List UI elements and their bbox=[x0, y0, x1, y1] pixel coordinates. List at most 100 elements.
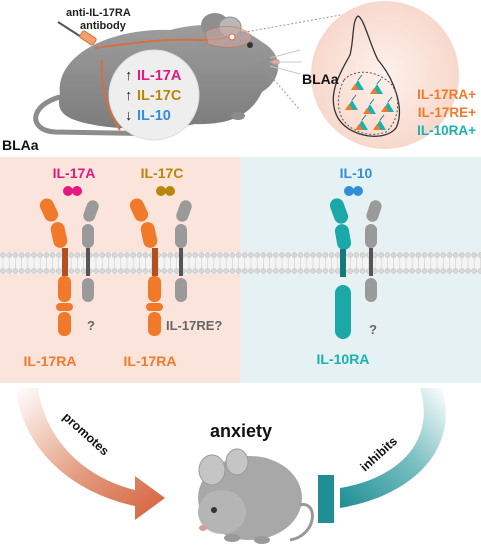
ligand-label-il17a: IL-17A bbox=[53, 165, 96, 181]
lipid-head bbox=[241, 252, 248, 258]
lipid-head bbox=[254, 268, 261, 274]
cytokine-change-badge bbox=[108, 49, 200, 141]
lipid-head bbox=[403, 268, 409, 274]
ligand-il10 bbox=[344, 186, 363, 196]
change-arrow-il17c: ↑ bbox=[125, 88, 132, 104]
receptor-marker-list: IL-17RA+ IL-17RE+ IL-10RA+ bbox=[417, 87, 476, 138]
lipid-head bbox=[167, 252, 174, 258]
lipid-head bbox=[465, 252, 471, 258]
lipid-head bbox=[372, 268, 378, 274]
lipid-head bbox=[347, 268, 354, 274]
lipid-head bbox=[353, 268, 360, 274]
lipid-head bbox=[415, 268, 422, 274]
lipid-head bbox=[260, 268, 267, 274]
lipid-head bbox=[471, 252, 478, 258]
lipid-head bbox=[55, 268, 62, 274]
lipid-head bbox=[372, 252, 378, 258]
lipid-head bbox=[161, 252, 168, 258]
lipid-head bbox=[235, 268, 242, 274]
promote-arrow bbox=[16, 388, 165, 520]
lipid-head bbox=[130, 268, 137, 274]
receptor-il17ra-2 bbox=[129, 198, 163, 336]
lipid-head bbox=[303, 268, 310, 274]
anxious-mouse-ear-left bbox=[198, 454, 226, 486]
blaa-region-inner bbox=[337, 71, 399, 135]
lipid-head bbox=[74, 268, 81, 274]
change-arrow-il10: ↓ bbox=[125, 108, 132, 124]
receptor-label-il10ra: IL-10RA bbox=[317, 351, 370, 367]
lipid-head bbox=[173, 268, 180, 274]
lipid-head bbox=[427, 268, 434, 274]
lipid-head bbox=[421, 252, 428, 258]
lipid-head bbox=[291, 252, 298, 258]
lipid-head bbox=[130, 252, 137, 258]
lipid-head bbox=[254, 252, 261, 258]
anxious-mouse-paw bbox=[254, 536, 270, 544]
brain-outline bbox=[204, 25, 253, 48]
panel-region-label: BLAa bbox=[2, 137, 39, 153]
lipid-head bbox=[384, 268, 391, 274]
lipid-head bbox=[285, 268, 292, 274]
lipid-head bbox=[359, 252, 366, 258]
lipid-head bbox=[198, 252, 205, 258]
change-label-il10: IL-10 bbox=[137, 108, 171, 124]
lipid-head bbox=[316, 268, 323, 274]
lipid-head bbox=[384, 252, 391, 258]
marker-il17re: IL-17RE+ bbox=[418, 105, 476, 120]
lipid-head bbox=[18, 268, 25, 274]
lipid-head bbox=[43, 252, 50, 258]
neuron-icon bbox=[370, 78, 383, 94]
ligand-label-il10: IL-10 bbox=[340, 165, 373, 181]
lipid-head bbox=[446, 252, 453, 258]
lipid-head bbox=[6, 252, 13, 258]
lipid-head bbox=[210, 268, 217, 274]
lipid-head bbox=[359, 268, 366, 274]
lipid-head bbox=[117, 252, 124, 258]
anxious-mouse-nose bbox=[199, 525, 207, 531]
change-arrow-il17a: ↑ bbox=[125, 68, 132, 84]
lipid-head bbox=[6, 268, 13, 274]
mouse-whiskers bbox=[269, 49, 302, 75]
lipid-head bbox=[198, 268, 205, 274]
anxious-mouse-paw bbox=[224, 534, 240, 542]
lipid-head bbox=[310, 252, 316, 258]
anxious-mouse-tail bbox=[289, 503, 314, 542]
lipid-head bbox=[241, 268, 248, 274]
lipid-head bbox=[310, 268, 316, 274]
receptor-gray-1 bbox=[82, 200, 99, 302]
lipid-head bbox=[124, 268, 130, 274]
vessel-line-2 bbox=[100, 59, 121, 131]
cell-membrane bbox=[0, 252, 481, 274]
lipid-head bbox=[223, 252, 230, 258]
change-label-il17c: IL-17C bbox=[137, 88, 182, 104]
lipid-head bbox=[142, 268, 149, 274]
anxious-mouse-eye bbox=[211, 507, 217, 513]
lipid-head bbox=[434, 268, 440, 274]
lipid-head bbox=[458, 268, 465, 274]
lipid-head bbox=[37, 268, 44, 274]
lipid-head bbox=[217, 252, 223, 258]
lipid-head bbox=[204, 268, 211, 274]
lipid-head bbox=[80, 268, 87, 274]
lipid-head bbox=[105, 268, 112, 274]
receptor-label-il17ra-1: IL-17RA bbox=[24, 353, 77, 369]
cytokine-change-list: ↑ IL-17A ↑ IL-17C ↓ IL-10 bbox=[125, 68, 182, 124]
lipid-head bbox=[229, 268, 236, 274]
lipid-head bbox=[322, 252, 329, 258]
lipid-head bbox=[80, 252, 87, 258]
lipid-head bbox=[440, 252, 447, 258]
lipid-head bbox=[427, 252, 434, 258]
receptor-label-il17ra-2: IL-17RA bbox=[124, 353, 177, 369]
lipid-head bbox=[31, 252, 37, 258]
lipid-head bbox=[409, 268, 416, 274]
brain-target-dot bbox=[228, 33, 236, 41]
lipid-head bbox=[55, 252, 62, 258]
lipid-head bbox=[223, 268, 230, 274]
lipid-head bbox=[31, 268, 37, 274]
lipid-head bbox=[471, 268, 478, 274]
receptor-il17ra-1 bbox=[39, 198, 73, 336]
lipid-head bbox=[452, 252, 459, 258]
lipid-head bbox=[446, 268, 453, 274]
lipid-head bbox=[260, 252, 267, 258]
